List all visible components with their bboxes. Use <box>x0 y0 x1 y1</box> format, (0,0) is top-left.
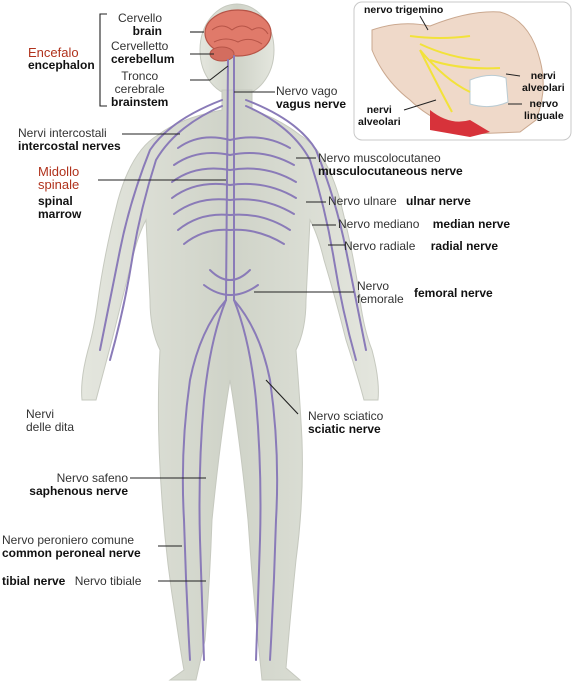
label-tronco-it-1: Tronco <box>121 69 159 83</box>
label-femorale: Nervo femorale <box>357 280 404 306</box>
label-intercostali-it: Nervi intercostali <box>18 126 107 140</box>
label-cervello-en: brain <box>132 24 163 38</box>
label-vago: Nervo vago vagus nerve <box>276 85 346 111</box>
inset-label-alveolari-right-2: alveolari <box>522 82 565 94</box>
label-femorale-it-1: Nervo <box>357 279 390 293</box>
label-cervello-it: Cervello <box>118 11 163 25</box>
inset-label-alveolari-right: nervi alveolari <box>522 70 565 94</box>
inset-label-alveolari-left-1: nervi <box>366 104 392 116</box>
label-cervelletto-en: cerebellum <box>111 52 175 66</box>
label-encefalo: Encefalo encephalon <box>28 46 95 72</box>
label-femorale-it-2: femorale <box>357 292 404 306</box>
label-safeno-en: saphenous nerve <box>29 484 128 498</box>
label-ulnare-en: ulnar nerve <box>406 194 471 208</box>
label-muscolocutaneo-it: Nervo muscolocutaneo <box>318 151 441 165</box>
label-sciatico: Nervo sciatico sciatic nerve <box>308 410 383 436</box>
label-cervello: Cervello brain <box>118 12 162 38</box>
label-safeno: Nervo safeno saphenous nerve <box>16 472 128 498</box>
inset-label-trigemino-text: nervo trigemino <box>364 4 444 16</box>
label-peroniero-en: common peroneal nerve <box>2 546 141 560</box>
inset-label-alveolari-left-2: alveolari <box>358 116 401 128</box>
label-tronco-it-2: cerebrale <box>114 82 165 96</box>
label-intercostali: Nervi intercostali intercostal nerves <box>18 127 121 153</box>
label-tronco: Tronco cerebrale brainstem <box>111 70 168 109</box>
label-tibiale-it: Nervo tibiale <box>74 574 142 588</box>
label-encefalo-it: Encefalo <box>28 45 79 60</box>
label-midollo-it-1: Midollo <box>38 164 80 179</box>
label-tibiale-en: tibial nerve <box>2 574 66 588</box>
label-dita-it-1: Nervi <box>26 407 55 421</box>
inset-label-alveolari-left: nervi alveolari <box>358 104 401 128</box>
label-encefalo-en: encephalon <box>28 58 95 72</box>
label-muscolocutaneo-en: musculocutaneous nerve <box>318 164 463 178</box>
face-nerves-inset <box>353 1 572 141</box>
label-midollo-en-2: marrow <box>38 207 82 221</box>
label-peroniero-it: Nervo peroniero comune <box>2 533 135 547</box>
label-mediano-en: median nerve <box>432 217 511 231</box>
label-midollo-it-2: spinale <box>38 177 80 192</box>
nerve-network <box>99 55 367 661</box>
label-cervelletto-it: Cervelletto <box>111 39 169 53</box>
inset-label-linguale-2: linguale <box>524 110 564 122</box>
label-midollo-en-1: spinal <box>38 194 73 208</box>
label-radiale-it: Nervo radiale <box>344 239 416 253</box>
label-sciatico-it: Nervo sciatico <box>308 409 384 423</box>
label-sciatico-en: sciatic nerve <box>308 422 381 436</box>
label-tibiale: tibial nerve Nervo tibiale <box>2 575 141 588</box>
label-mediano: Nervo mediano median nerve <box>338 218 510 231</box>
label-intercostali-en: intercostal nerves <box>18 139 121 153</box>
label-vago-it: Nervo vago <box>276 84 338 98</box>
label-dita-it-2: delle dita <box>26 420 75 434</box>
label-tronco-en: brainstem <box>111 95 169 109</box>
inset-label-alveolari-right-1: nervi <box>530 70 556 82</box>
label-pointer-lines <box>98 13 354 582</box>
label-radiale-en: radial nerve <box>430 239 499 253</box>
label-radiale: Nervo radiale radial nerve <box>344 240 498 253</box>
brain-shape <box>204 9 272 62</box>
inset-label-linguale: nervo linguale <box>524 98 564 122</box>
label-femorale-en-text: femoral nerve <box>414 286 493 300</box>
label-safeno-it: Nervo safeno <box>56 471 128 485</box>
label-femorale-en: femoral nerve <box>414 287 493 300</box>
label-vago-en: vagus nerve <box>276 97 347 111</box>
label-muscolocutaneo: Nervo muscolocutaneo musculocutaneous ne… <box>318 152 463 178</box>
label-peroniero: Nervo peroniero comune common peroneal n… <box>2 534 141 560</box>
label-ulnare: Nervo ulnare ulnar nerve <box>328 195 471 208</box>
inset-label-trigemino: nervo trigemino <box>364 4 443 16</box>
label-cervelletto: Cervelletto cerebellum <box>111 40 174 66</box>
label-ulnare-it: Nervo ulnare <box>328 194 397 208</box>
label-midollo: Midollo spinale spinal marrow <box>38 165 81 221</box>
label-dita: Nervi delle dita <box>26 408 74 434</box>
label-mediano-it: Nervo mediano <box>338 217 420 231</box>
inset-label-linguale-1: nervo <box>529 98 559 110</box>
